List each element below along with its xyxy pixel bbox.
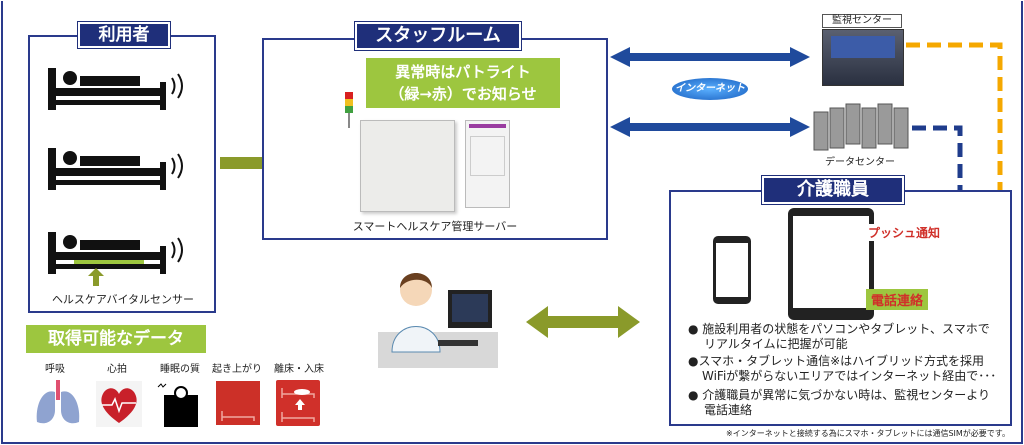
sensor-label: ヘルスケアバイタルセンサー xyxy=(51,293,195,306)
tablet-image xyxy=(788,208,874,320)
caregiver-bullet-list: ● 施設利用者の状態をパソコンやタブレット、スマホでリアルタイムに把握が可能 ●… xyxy=(688,322,1008,418)
phone-contact-label: 電話連絡 xyxy=(866,289,929,310)
staff-at-computer-illustration xyxy=(378,273,498,368)
data-label-breathing: 呼吸 xyxy=(45,364,65,375)
staff-caregiver-arrow xyxy=(526,306,640,338)
data-center-label: データセンター xyxy=(825,157,895,168)
bed-person-icon xyxy=(48,68,183,110)
staff-room-title: スタッフルーム xyxy=(354,21,522,51)
push-notification-label: プッシュ通知 xyxy=(868,224,941,241)
internet-logo: インターネット xyxy=(672,78,748,100)
monitor-center-photo xyxy=(822,29,904,86)
bullet-line: スマホ・タブレット通信※はハイブリッド方式を採用 xyxy=(698,354,984,368)
bullet-item: ● 施設利用者の状態をパソコンやタブレット、スマホでリアルタイムに把握が可能 xyxy=(688,322,990,351)
smartphone-image xyxy=(713,236,751,304)
server-box-image xyxy=(360,120,455,212)
sleep-quality-icon xyxy=(157,383,198,427)
data-section-title: 取得可能なデータ xyxy=(26,325,206,353)
banner-line-2: （緑→赤）でお知らせ xyxy=(389,85,537,103)
lungs-icon xyxy=(36,380,80,424)
bullet-line: 介護職員が異常に気づかない時は、監視センターより xyxy=(702,388,991,402)
bullet-line: WiFiが繋がらないエリアではインターネット経由で･･･ xyxy=(702,369,997,383)
users-title: 利用者 xyxy=(77,21,171,49)
staff-monitor-arrow xyxy=(610,47,810,67)
staff-datacenter-arrow xyxy=(610,117,810,137)
monitor-center-label: 監視センター xyxy=(822,14,902,28)
footnote: ※インターネットと接続する為にスマホ・タブレットには通信SIMが必要です。 xyxy=(726,429,1010,438)
data-label-bed-exit: 離床・入床 xyxy=(274,364,324,375)
get-up-icon xyxy=(216,381,260,425)
bullet-line: リアルタイムに把握が可能 xyxy=(704,337,848,351)
heart-icon xyxy=(96,381,142,427)
patlite-banner: 異常時はパトライト （緑→赤）でお知らせ xyxy=(366,58,560,108)
data-label-getup: 起き上がり xyxy=(212,364,262,375)
bullet-item: ● 介護職員が異常に気づかない時は、監視センターより電話連絡 xyxy=(688,388,991,417)
data-label-sleep: 睡眠の質 xyxy=(160,364,200,375)
bed-exit-icon xyxy=(276,380,320,426)
data-label-heartbeat: 心拍 xyxy=(107,364,127,375)
banner-line-1: 異常時はパトライト xyxy=(395,63,531,81)
bed-person-icon xyxy=(48,148,183,190)
signal-tower-light-icon xyxy=(345,92,353,128)
bullet-line: 施設利用者の状態をパソコンやタブレット、スマホで xyxy=(702,322,990,336)
nas-device-image xyxy=(465,120,510,208)
caregiver-title: 介護職員 xyxy=(761,175,905,205)
bullet-line: 電話連絡 xyxy=(704,403,753,417)
bed-sensor-icon xyxy=(48,232,183,286)
server-label: スマートヘルスケア管理サーバー xyxy=(352,220,518,233)
data-center-servers-icon xyxy=(813,103,909,151)
